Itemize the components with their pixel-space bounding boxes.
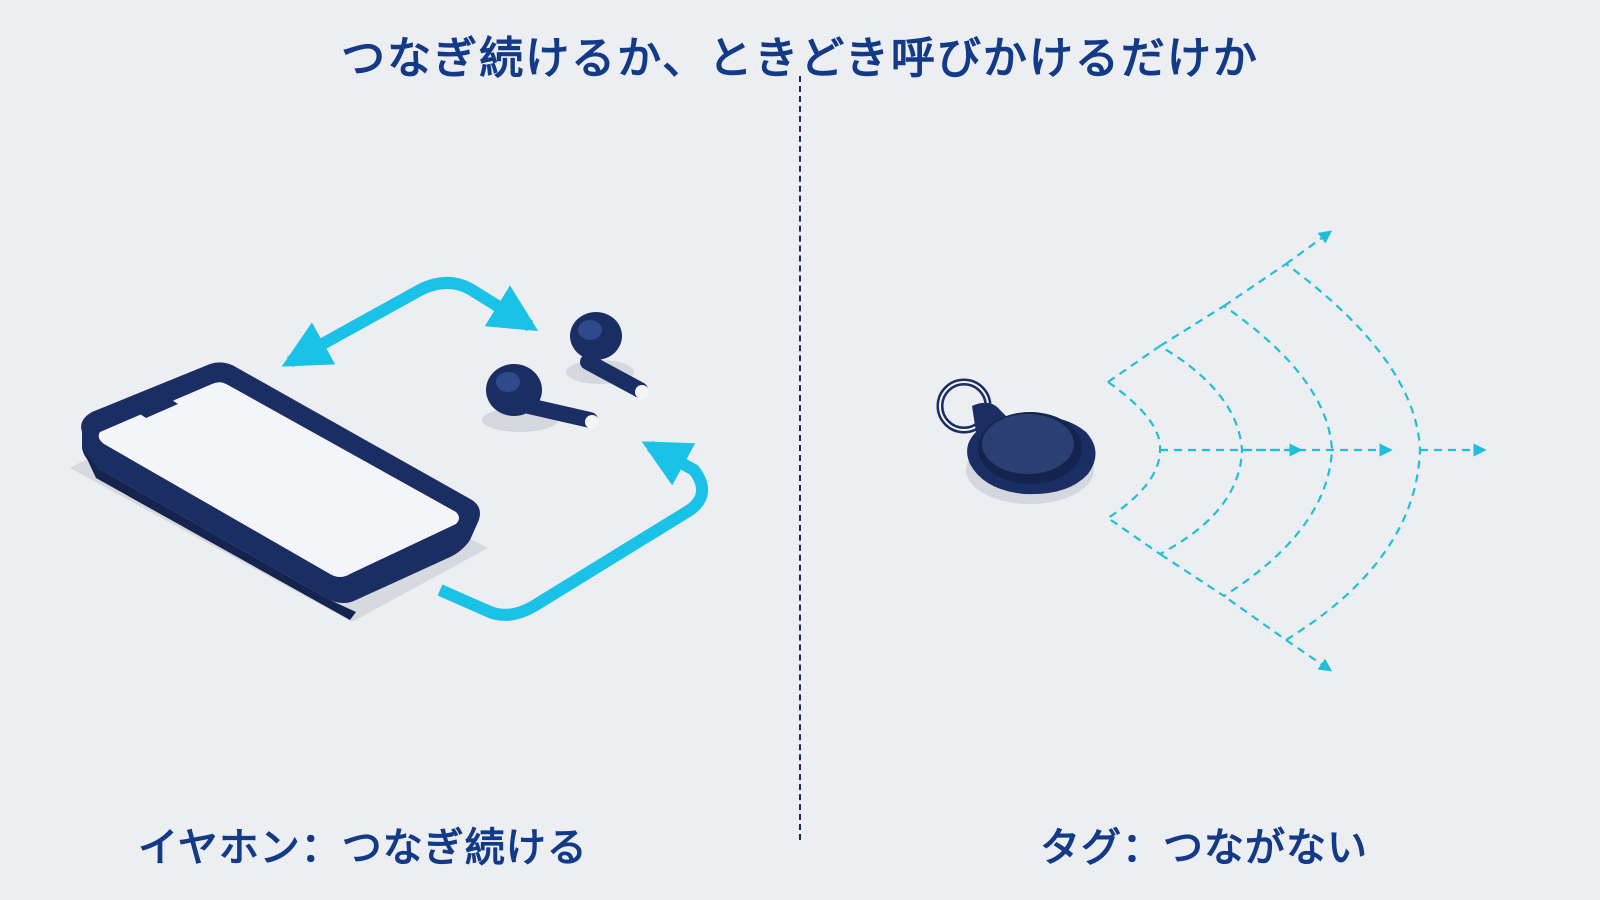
smartphone-icon: [70, 362, 488, 622]
earbuds-icon: [482, 312, 649, 432]
tag-caption: タグ：つながない: [1040, 825, 1368, 871]
signal-waves-icon: [1107, 230, 1487, 672]
bidirectional-arrows-icon: [281, 277, 708, 621]
key-tag-icon: [936, 378, 1096, 504]
earbuds-caption: イヤホン：つなぎ続ける: [138, 825, 588, 871]
center-divider: [799, 76, 801, 840]
page-title: つなぎ続けるか、ときどき呼びかけるだけか: [341, 33, 1259, 84]
